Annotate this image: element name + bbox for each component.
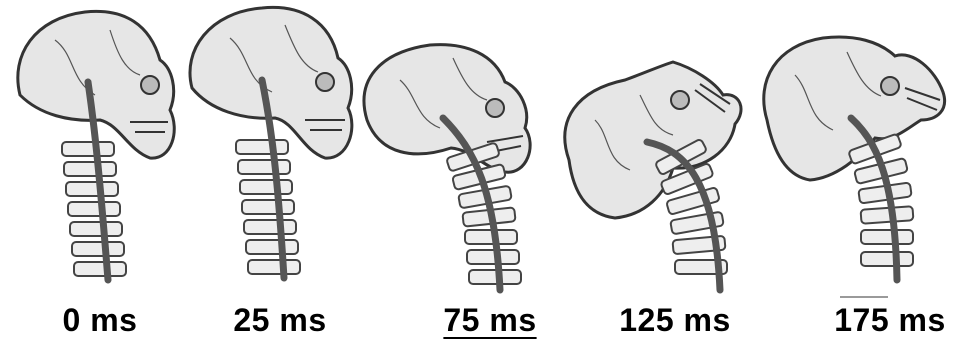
time-label-0ms: 0 ms [45,300,155,340]
skull-neck-figure [755,0,950,345]
skull-neck-figure [355,0,550,345]
scan-artifact-dash [840,296,888,298]
time-label-175ms: 175 ms [815,300,965,340]
time-label-75ms: 75 ms [425,300,555,340]
time-label-25ms: 25 ms [215,300,345,340]
time-label-125ms: 125 ms [600,300,750,340]
frame-175ms [755,0,950,345]
frame-125ms [555,0,750,345]
frame-75ms [355,0,550,345]
cervical-vertebrae [848,134,913,266]
skull-neck-figure [0,0,195,345]
frame-0ms [0,0,195,345]
frame-25ms [180,0,375,345]
skull-neck-figure [555,0,750,345]
skull-illustration [364,45,530,173]
skull-neck-figure [180,0,375,345]
cervical-vertebrae [236,140,300,274]
